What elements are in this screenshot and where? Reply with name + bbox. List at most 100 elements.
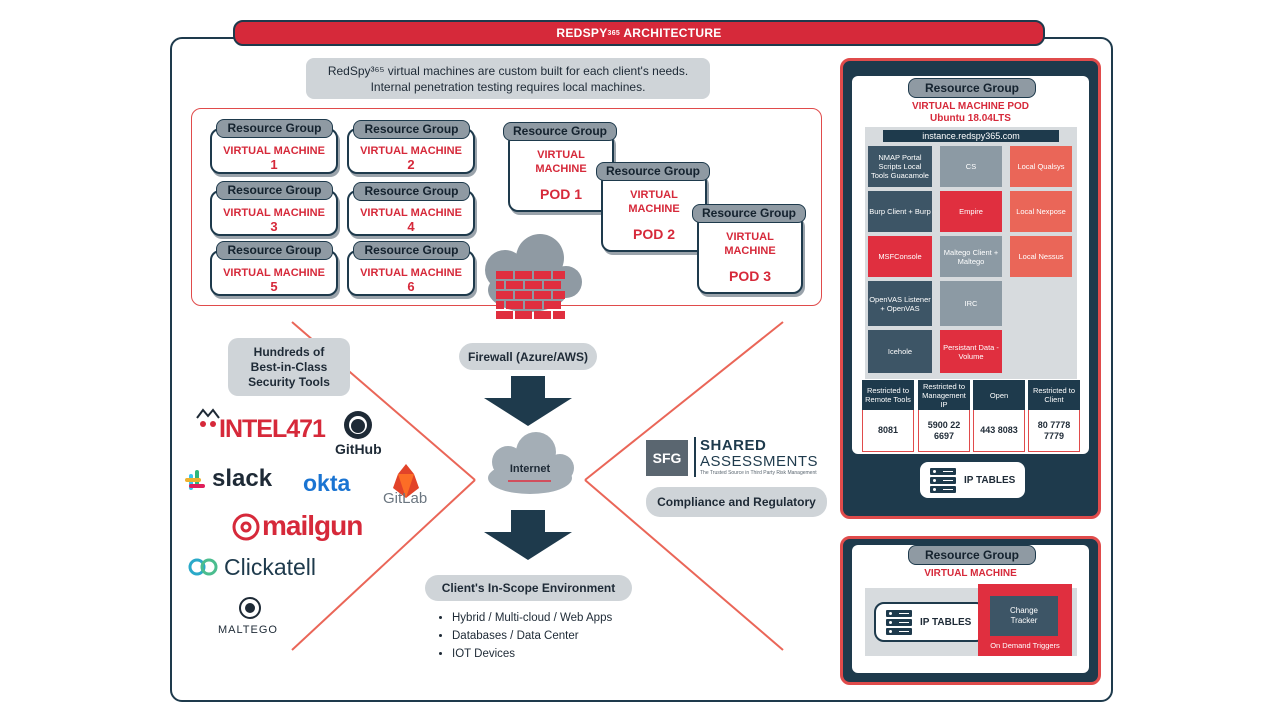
slack-icon [185,470,205,490]
mailgun-icon [232,513,260,541]
client-env-list: Hybrid / Multi-cloud / Web Apps Database… [438,609,658,663]
github-icon [344,411,372,439]
resource-group-label: Resource Group [216,181,333,200]
internet-label: Internet [509,463,551,475]
shared-assessments-tagline: The Trusted Source in Third Party Risk M… [700,470,817,476]
sfg-logo: SFG [646,440,688,476]
connector-line [584,479,784,651]
port-head: Restricted to Remote Tools [862,380,914,410]
tool-cell: Local Qualsys [1010,146,1072,187]
iptables-label: IP TABLES [920,616,972,628]
resource-group-label: Resource Group [216,241,333,260]
internet-cloud-icon [488,432,574,494]
pod-name: POD 3 [728,268,771,284]
pod-panel-title: VIRTUAL MACHINE POD Ubuntu 18.04LTS [852,101,1089,125]
pod-name: POD 2 [632,226,675,242]
port-head: Restricted to Management IP [918,380,970,410]
on-demand-triggers: On Demand Triggers [990,641,1060,650]
gitlab-icon-inner [398,474,414,498]
tool-cell: Burp Client + Burp [868,191,932,232]
client-env-item: IOT Devices [452,645,658,663]
resource-group-label: Resource Group [353,182,470,201]
pod-label-1: VIRTUAL [726,231,774,243]
vm-label: VIRTUAL MACHINE [360,207,462,219]
tool-cell: Icehole [868,330,932,373]
pod-label-2: MACHINE [535,163,587,175]
client-env-item: Hybrid / Multi-cloud / Web Apps [452,609,658,627]
shared-text: SHARED [700,437,767,454]
vm-panel-title: VIRTUAL MACHINE [924,568,1017,579]
vm-number: 2 [407,157,415,172]
port-head: Open [973,380,1025,410]
slack-logo: slack [212,465,273,492]
vm-number: 3 [270,219,278,234]
pod-panel-header: Resource Group [908,78,1036,98]
vm-number: 5 [270,279,278,294]
clickatell-icon [188,558,218,576]
resource-group-label: Resource Group [353,120,470,139]
vm-label: VIRTUAL MACHINE [223,145,325,157]
port-head: Restricted to Client [1028,380,1080,410]
maltego-logo: MALTEGO [218,624,278,636]
resource-group-label: Resource Group [216,119,333,138]
firewall-brick-icon [496,271,565,319]
tools-label: Hundreds of Best-in-Class Security Tools [228,338,350,396]
tool-cell: Local Nexpose [1010,191,1072,232]
resource-group-label: Resource Group [692,204,806,223]
pod-label-2: MACHINE [628,203,680,215]
vm-number: 6 [407,279,415,294]
server-icon [930,467,956,493]
github-logo: GitHub [335,441,382,457]
owl-icon [196,408,220,427]
title-main: REDSPY [556,26,608,40]
title-rest: ARCHITECTURE [620,26,722,40]
iptables-box: IP TABLES [918,460,1027,500]
down-arrow-icon [484,510,572,560]
resource-group-label: Resource Group [503,122,617,141]
pod-card-1: VIRTUAL MACHINE POD 1 [508,132,614,212]
vm-label: VIRTUAL MACHINE [360,145,462,157]
pod-panel-subtitle: Ubuntu 18.04LTS [930,113,1011,124]
port-values: 5900 22 6697 [918,410,970,452]
tool-cell: CS [940,146,1002,187]
hostname-bar: instance.redspy365.com [883,130,1059,142]
resource-group-label: Resource Group [353,241,470,260]
tools-label-line-2: Best-in-Class [250,359,328,374]
tools-label-line-1: Hundreds of [253,344,325,359]
tool-cell: IRC [940,281,1002,326]
change-tracker: Change Tracker [990,596,1058,636]
connector-line [584,321,784,481]
intro-note: RedSpy³⁶⁵ virtual machines are custom bu… [306,58,710,99]
pod-panel-title-text: VIRTUAL MACHINE POD [911,101,1030,112]
pod-name: POD 1 [539,186,582,202]
port-values: 80 7778 7779 [1028,410,1080,452]
tool-cell: MSFConsole [868,236,932,277]
down-arrow-icon [484,376,572,426]
pod-label-1: VIRTUAL [537,149,585,161]
vm-number: 1 [270,157,278,172]
tool-cell: NMAP Portal Scripts Local Tools Guacamol… [868,146,932,187]
pod-card-3: VIRTUAL MACHINE POD 3 [697,214,803,294]
tool-cell: Local Nessus [1010,236,1072,277]
vm-label: VIRTUAL MACHINE [223,207,325,219]
vm-number: 4 [407,219,415,234]
tool-cell: Empire [940,191,1002,232]
intro-line-1: RedSpy³⁶⁵ virtual machines are custom bu… [327,63,689,78]
intro-line-2: Internal penetration testing requires lo… [370,79,646,94]
pod-label-2: MACHINE [724,245,776,257]
tool-cell: OpenVAS Listener + OpenVAS [868,281,932,326]
assessments-text: ASSESSMENTS [700,453,819,470]
resource-group-label: Resource Group [596,162,710,181]
vm-label: VIRTUAL MACHINE [360,267,462,279]
tool-cell: Persistant Data - Volume [940,330,1002,373]
title-sup: 365 [607,29,621,37]
mailgun-logo: mailgun [262,510,363,541]
vm-panel-header: Resource Group [908,545,1036,565]
compliance-label: Compliance and Regulatory [646,487,827,517]
clickatell-logo: Clickatell [224,554,317,580]
firewall-label: Firewall (Azure/AWS) [459,343,597,370]
sfg-divider [694,437,696,477]
port-values: 443 8083 [973,410,1025,452]
maltego-icon [239,597,261,619]
